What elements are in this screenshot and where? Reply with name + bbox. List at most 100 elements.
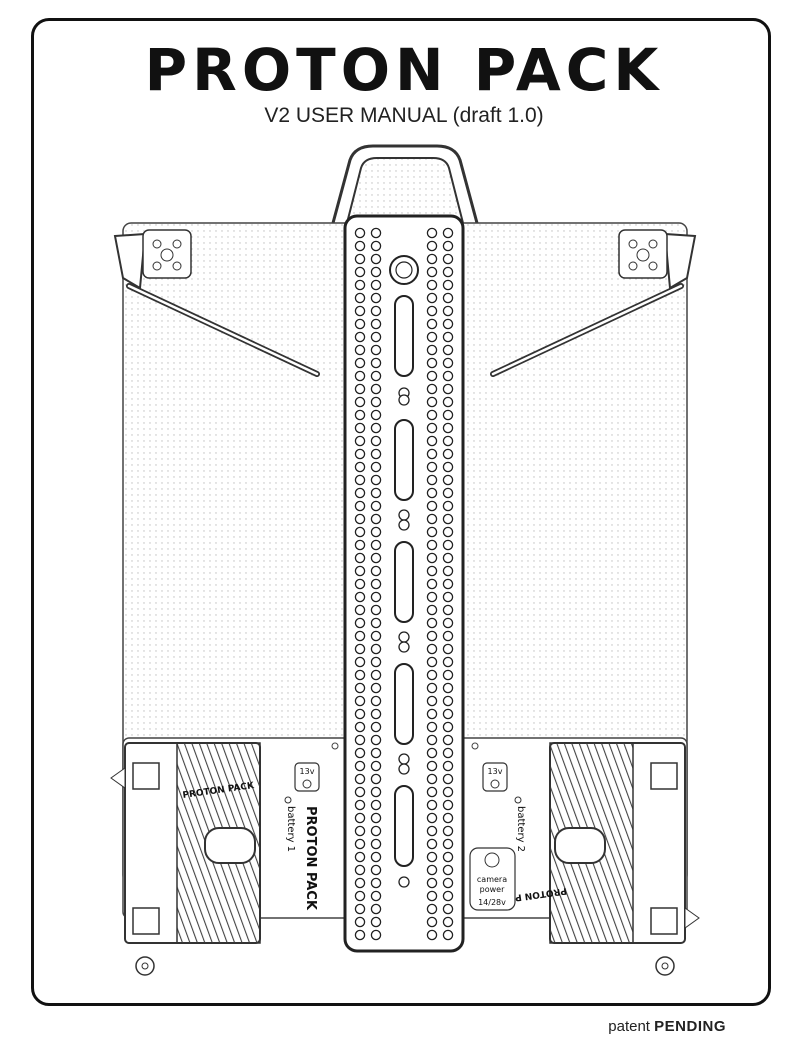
rail-hole — [354, 721, 366, 733]
rail-hole — [426, 461, 438, 473]
rail-hole — [426, 253, 438, 265]
rail-hole — [354, 747, 366, 759]
rail-hole — [354, 786, 366, 798]
voltage-label-left: 13v — [300, 767, 315, 776]
rail-center-hole — [398, 509, 410, 521]
rail-hole — [426, 929, 438, 941]
rail-hole — [370, 877, 382, 889]
rail-hole — [370, 396, 382, 408]
rail-hole — [370, 266, 382, 278]
rail-hole — [426, 604, 438, 616]
rail-hole — [354, 331, 366, 343]
rail-hole — [442, 799, 454, 811]
rail-hole — [370, 916, 382, 928]
rail-center-hole — [398, 763, 410, 775]
rail-hole — [354, 669, 366, 681]
rail-hole — [426, 448, 438, 460]
rail-hole — [426, 851, 438, 863]
rail-hole — [426, 370, 438, 382]
battery-label-left: battery 1 — [285, 806, 296, 852]
rail-hole — [426, 682, 438, 694]
rail-hole — [442, 565, 454, 577]
rail-hole — [354, 773, 366, 785]
rail-hole — [442, 890, 454, 902]
rail-hole — [442, 617, 454, 629]
rail-hole — [370, 565, 382, 577]
carry-handle — [331, 144, 479, 224]
rail-hole — [442, 266, 454, 278]
rail-hole — [370, 279, 382, 291]
rail-hole — [370, 448, 382, 460]
rail-hole — [442, 370, 454, 382]
rail-hole — [354, 656, 366, 668]
rail-hole — [370, 799, 382, 811]
rail-hole — [370, 409, 382, 421]
rail-hole — [370, 227, 382, 239]
rail-hole — [354, 370, 366, 382]
rail-hole — [426, 240, 438, 252]
rail-hole — [442, 253, 454, 265]
rail-hole — [426, 591, 438, 603]
rail-hole — [354, 305, 366, 317]
rail-hole — [426, 760, 438, 772]
rail-hole — [354, 279, 366, 291]
rail-hole — [442, 487, 454, 499]
rail-hole — [426, 396, 438, 408]
manual-subtitle: V2 USER MANUAL (draft 1.0) — [264, 104, 544, 127]
patent-prefix: patent — [608, 1018, 650, 1035]
rail-hole — [370, 656, 382, 668]
rail-hole — [370, 526, 382, 538]
page-border — [31, 18, 771, 1006]
rail-hole — [370, 708, 382, 720]
rail-hole — [442, 461, 454, 473]
rail-hole — [370, 370, 382, 382]
rail-hole — [442, 630, 454, 642]
rail-hole — [370, 773, 382, 785]
rail-hole — [442, 825, 454, 837]
rail-hole — [354, 422, 366, 434]
rail-hole — [426, 669, 438, 681]
rail-hole — [354, 474, 366, 486]
rail-hole — [370, 643, 382, 655]
rail-hole — [370, 903, 382, 915]
camera-power-port — [469, 847, 516, 911]
rail-hole — [354, 409, 366, 421]
rail-hole — [354, 734, 366, 746]
rail-hole — [442, 383, 454, 395]
rail-hole — [370, 851, 382, 863]
voltage-label-right: 13v — [488, 767, 503, 776]
rail-hole — [354, 500, 366, 512]
rail-hole — [354, 539, 366, 551]
rail-hole — [426, 227, 438, 239]
rail-hole — [442, 539, 454, 551]
rail-hole — [354, 292, 366, 304]
rail-hole — [426, 539, 438, 551]
rail-hole — [442, 916, 454, 928]
rail-hole — [354, 903, 366, 915]
rail-hole — [442, 578, 454, 590]
rail-hole — [426, 305, 438, 317]
rail-hole — [370, 435, 382, 447]
rail-center-hole — [398, 753, 410, 765]
rail-hole — [370, 318, 382, 330]
rail-hole — [370, 357, 382, 369]
rail-hole — [354, 240, 366, 252]
rail-hole — [426, 500, 438, 512]
rail-hole — [370, 604, 382, 616]
rail-hole — [354, 825, 366, 837]
rail-hole — [426, 331, 438, 343]
rail-hole — [442, 279, 454, 291]
rail-hole — [370, 747, 382, 759]
rail-hole — [370, 669, 382, 681]
rail-hole — [370, 682, 382, 694]
rail-hole — [354, 630, 366, 642]
rail-hole — [442, 422, 454, 434]
rail-hole — [370, 513, 382, 525]
rail-hole — [442, 734, 454, 746]
rail-hole — [370, 812, 382, 824]
rail-hole — [354, 604, 366, 616]
rail-hole — [426, 422, 438, 434]
rail-hole — [426, 513, 438, 525]
rail-hole — [370, 500, 382, 512]
rail-hole — [370, 305, 382, 317]
